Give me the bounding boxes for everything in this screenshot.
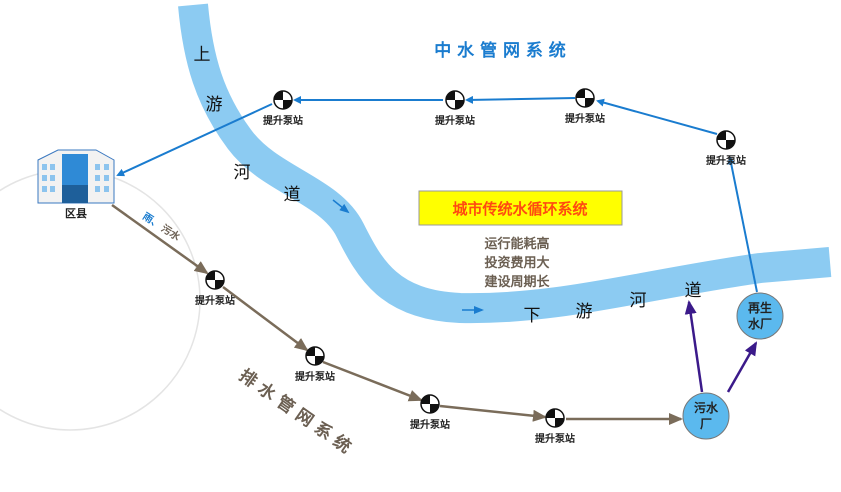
pump-station-label: 提升泵站 xyxy=(535,432,575,445)
sewage-plant[interactable]: 污水 厂 xyxy=(682,392,730,440)
pump-station[interactable]: 提升泵站 xyxy=(706,130,746,167)
pump-station[interactable]: 提升泵站 xyxy=(195,270,235,307)
upstream-char: 河 xyxy=(234,163,251,183)
district-service-area xyxy=(0,169,201,431)
reclaimed-water-plant[interactable]: 再生 水厂 xyxy=(736,292,784,340)
pump-station[interactable]: 提升泵站 xyxy=(410,394,450,431)
river-flow-arrow xyxy=(332,199,350,214)
pump-icon xyxy=(205,270,225,290)
reclaimed-plant-label: 再生 xyxy=(748,300,772,315)
pump-icon xyxy=(716,130,736,150)
reclaimed-plant-label: 水厂 xyxy=(748,316,772,331)
reclaimed-network-title: 中 水 管 网 系 统 xyxy=(434,40,566,61)
downstream-char: 道 xyxy=(685,281,702,301)
pump-icon xyxy=(305,346,325,366)
pump-icon xyxy=(545,408,565,428)
pump-icon xyxy=(273,90,293,110)
upstream-char: 上 xyxy=(194,45,211,65)
pump-station-label: 提升泵站 xyxy=(410,418,450,431)
downstream-char: 河 xyxy=(630,291,647,311)
pump-station-label: 提升泵站 xyxy=(706,154,746,167)
pump-station[interactable]: 提升泵站 xyxy=(263,90,303,127)
title-box xyxy=(418,190,623,226)
pump-station-label: 提升泵站 xyxy=(565,112,605,125)
pump-station[interactable]: 提升泵站 xyxy=(565,88,605,125)
sewage-plant-label: 污水 xyxy=(694,400,719,415)
outflow-arrow-reclaimed xyxy=(726,341,758,393)
upstream-char: 道 xyxy=(284,185,301,205)
info-line: 运行能耗高 xyxy=(484,236,549,252)
info-line: 建设周期长 xyxy=(484,274,550,290)
pump-station[interactable]: 提升泵站 xyxy=(435,90,475,127)
main-title: 城市传统水循环系统 xyxy=(452,200,587,218)
info-line: 投资费用大 xyxy=(484,255,549,271)
pump-station-label: 提升泵站 xyxy=(263,114,303,127)
district-label: 区县 xyxy=(65,207,87,220)
drainage-pipes xyxy=(111,203,683,425)
downstream-char: 游 xyxy=(576,302,593,322)
pump-station-label: 提升泵站 xyxy=(435,114,475,127)
pump-icon xyxy=(575,88,595,108)
pump-station-label: 提升泵站 xyxy=(195,294,235,307)
pump-icon xyxy=(445,90,465,110)
river xyxy=(178,3,832,324)
pump-station[interactable]: 提升泵站 xyxy=(295,346,335,383)
upstream-char: 游 xyxy=(206,95,223,115)
pump-station[interactable]: 提升泵站 xyxy=(535,408,575,445)
reclaimed-pipes xyxy=(116,95,758,293)
downstream-char: 下 xyxy=(524,306,541,326)
pump-station-label: 提升泵站 xyxy=(295,370,335,383)
district-building-icon xyxy=(37,149,115,204)
sewage-plant-label: 厂 xyxy=(700,417,712,431)
pump-icon xyxy=(420,394,440,414)
outflow-arrow-river xyxy=(684,300,704,393)
